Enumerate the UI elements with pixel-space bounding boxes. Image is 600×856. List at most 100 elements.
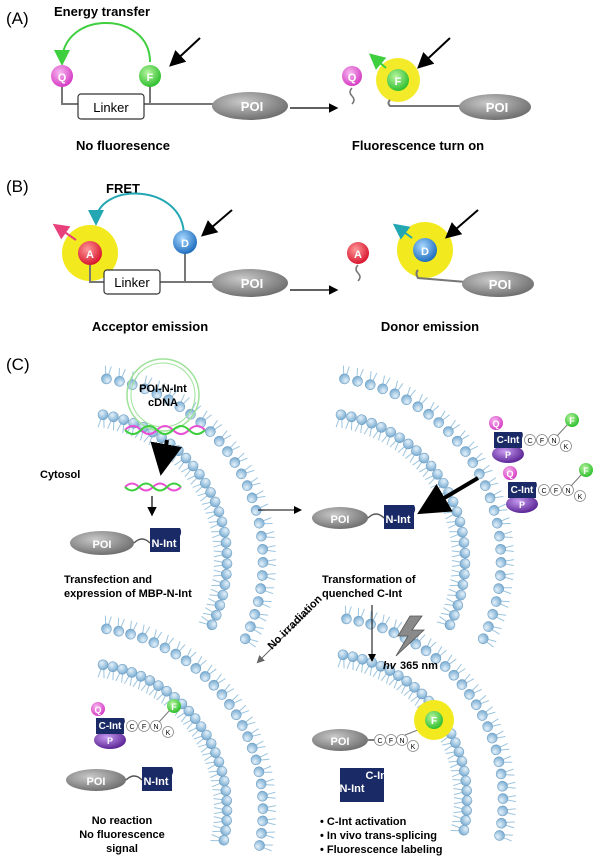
svg-text:P: P bbox=[519, 500, 525, 510]
svg-text:Q: Q bbox=[94, 705, 101, 715]
plasmid-label-1: POI-N-Int bbox=[139, 383, 187, 395]
lipid bbox=[255, 529, 276, 543]
lipid bbox=[249, 751, 271, 767]
svg-text:A: A bbox=[86, 249, 94, 261]
lipid bbox=[247, 607, 270, 624]
lipid bbox=[453, 795, 473, 807]
lipid bbox=[113, 366, 128, 388]
lipid bbox=[451, 813, 472, 827]
lipid bbox=[448, 577, 470, 591]
lipid bbox=[95, 658, 110, 679]
svg-text:F: F bbox=[540, 438, 544, 445]
released-acceptor bbox=[347, 242, 369, 264]
cytosol-label: Cytosol bbox=[40, 469, 80, 481]
released-quencher bbox=[342, 66, 362, 86]
panel-c-label: (C) bbox=[6, 355, 30, 374]
svg-text:P: P bbox=[505, 450, 511, 460]
plasmid-ring bbox=[126, 358, 200, 432]
step1-caption-1: Transfection and bbox=[64, 574, 152, 586]
svg-text:D: D bbox=[181, 238, 189, 250]
dna-helix-top bbox=[124, 425, 206, 435]
lipid bbox=[211, 784, 232, 799]
svg-text:POI: POI bbox=[486, 100, 508, 115]
dna-helix-bottom bbox=[124, 482, 182, 492]
poi-c1 bbox=[70, 531, 134, 555]
emission-arrow bbox=[368, 53, 387, 70]
svg-text:C-Int: C-Int bbox=[497, 435, 520, 446]
svg-text:F: F bbox=[554, 488, 558, 495]
lipid bbox=[351, 366, 366, 388]
svg-text:POI: POI bbox=[87, 776, 106, 788]
lightning-icon bbox=[395, 615, 426, 657]
acceptor-emission-arrow bbox=[52, 223, 77, 241]
lipid bbox=[252, 515, 274, 530]
lipid bbox=[495, 556, 515, 569]
lipid bbox=[487, 501, 509, 517]
svg-text:C-Int: C-Int bbox=[511, 485, 534, 496]
svg-text:POI: POI bbox=[93, 539, 112, 551]
lipid bbox=[492, 582, 513, 597]
poi-ellipse bbox=[212, 92, 288, 120]
caption-donor-emission: Donor emission bbox=[381, 319, 479, 334]
svg-text:K: K bbox=[411, 744, 416, 751]
lipid bbox=[481, 619, 503, 637]
fluorophore-f-on bbox=[387, 69, 409, 91]
step2-caption-1: Transformation of bbox=[322, 574, 416, 586]
lipid bbox=[483, 488, 505, 505]
svg-text:F: F bbox=[569, 416, 575, 426]
svg-text:POI: POI bbox=[331, 514, 350, 526]
energy-transfer-title: Energy transfer bbox=[54, 4, 150, 19]
poi-c2 bbox=[312, 507, 368, 529]
acceptor-a bbox=[78, 241, 102, 265]
svg-text:C-Int: C-Int bbox=[99, 721, 122, 732]
svg-text:F: F bbox=[431, 716, 437, 727]
poi-label: POI bbox=[241, 99, 263, 114]
svg-text:• C-Int activation: • C-Int activation bbox=[320, 816, 407, 828]
no-irradiation-arrow bbox=[256, 609, 311, 664]
lipid bbox=[256, 789, 277, 803]
lipid bbox=[450, 567, 471, 581]
panel-a: (A) Energy transfer Linker POI Q F F Q P… bbox=[6, 4, 531, 153]
lipid bbox=[254, 582, 275, 597]
lipid bbox=[494, 543, 515, 556]
fluorophore-f bbox=[139, 65, 161, 87]
linker-box-b bbox=[103, 269, 161, 295]
plasmid-label-2: cDNA bbox=[148, 397, 178, 409]
result-left-2: No fluorescence bbox=[79, 829, 165, 841]
svg-text:POI: POI bbox=[331, 736, 350, 748]
svg-text:D: D bbox=[421, 246, 429, 258]
lipid bbox=[451, 547, 471, 560]
svg-text:A: A bbox=[354, 249, 362, 261]
svg-text:N: N bbox=[565, 488, 570, 495]
lipid bbox=[100, 614, 114, 636]
quencher-q bbox=[51, 65, 73, 87]
lipid bbox=[255, 827, 276, 841]
step1-caption-2: expression of MBP-N-Int bbox=[64, 588, 192, 600]
lipid bbox=[352, 606, 367, 628]
panel-c: (C) POI-N-Int cDNA Cytosol POI N-Int Tra… bbox=[6, 355, 593, 856]
panel-a-label: (A) bbox=[6, 9, 29, 28]
lipid bbox=[252, 763, 274, 779]
lipid bbox=[333, 408, 348, 429]
svg-text:Q: Q bbox=[506, 469, 513, 479]
svg-text:Q: Q bbox=[492, 419, 499, 429]
lipid bbox=[213, 805, 233, 817]
lipid bbox=[451, 774, 472, 789]
lipid bbox=[253, 839, 274, 854]
step2-caption-2: quenched C-Int bbox=[322, 588, 402, 600]
svg-text:N: N bbox=[399, 738, 404, 745]
lipid bbox=[238, 631, 260, 650]
backbone-line bbox=[61, 86, 232, 105]
lipid bbox=[490, 515, 512, 530]
lipid bbox=[493, 829, 514, 844]
lipid bbox=[213, 547, 233, 560]
lipid bbox=[243, 619, 265, 637]
svg-text:F: F bbox=[583, 466, 589, 476]
lipid bbox=[476, 631, 498, 650]
lipid bbox=[452, 784, 473, 798]
svg-text:C: C bbox=[527, 438, 532, 445]
result-left-3: signal bbox=[106, 843, 138, 855]
lipid bbox=[202, 418, 224, 440]
